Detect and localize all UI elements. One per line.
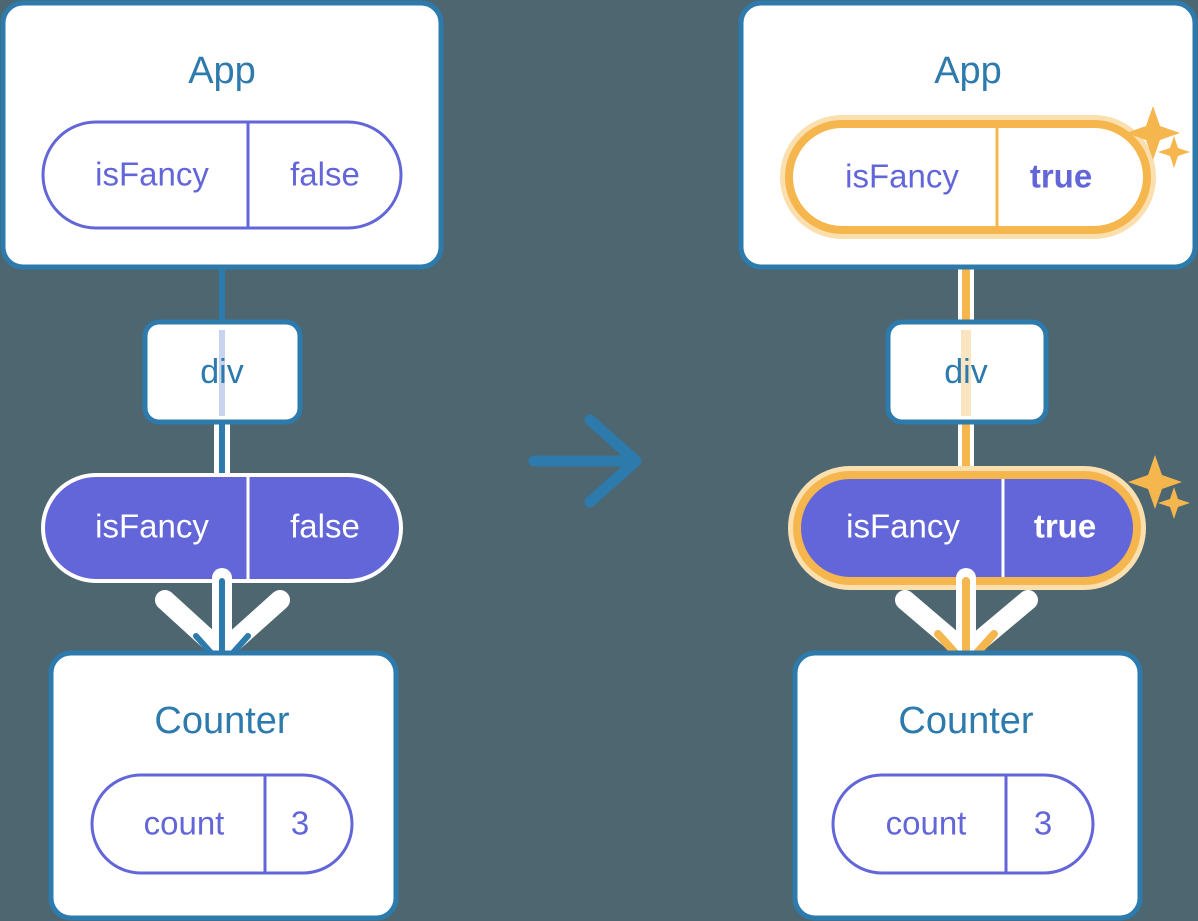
after-app-state-pill-bg — [785, 120, 1151, 234]
after-div-label: div — [944, 353, 987, 391]
before-counter-state-key: count — [144, 805, 225, 842]
sparkle-small-bottom-icon-2 — [1158, 487, 1190, 519]
after-app-card: App isFancy true — [738, 0, 1198, 270]
before-app-card: App isFancy false — [0, 0, 444, 270]
before-app-state-key: isFancy — [95, 156, 209, 193]
after-app-state-pill: isFancy true — [780, 115, 1156, 239]
before-counter-state-pill-bg — [90, 773, 354, 875]
before-prop-pill: isFancy false — [41, 473, 403, 583]
after-prop-value: true — [1034, 508, 1096, 545]
before-app-title: App — [188, 50, 256, 92]
transition-arrow-right-icon — [528, 414, 642, 508]
before-div-node: div — [142, 319, 303, 425]
after-app-state-value: true — [1030, 158, 1092, 195]
after-counter-state-pill-bg — [831, 773, 1095, 875]
before-counter-state-value: 3 — [291, 805, 309, 842]
after-counter-state-pill: count 3 — [831, 773, 1095, 875]
after-app-state-key: isFancy — [845, 158, 959, 195]
before-app-state-pill: isFancy false — [41, 120, 403, 230]
after-prop-sparkle-group — [1128, 455, 1190, 519]
sparkle-large-top-icon — [1126, 106, 1180, 160]
after-counter-title: Counter — [898, 700, 1034, 742]
before-div-label: div — [200, 353, 243, 391]
after-prop-pill: isFancy true — [788, 466, 1146, 590]
before-counter-title: Counter — [154, 700, 290, 742]
after-app-title: App — [934, 50, 1002, 92]
after-arrow-prop-to-counter — [895, 568, 1038, 669]
sparkle-small-bottom-icon — [1158, 136, 1190, 168]
after-counter-state-value: 3 — [1034, 805, 1052, 842]
after-counter-state-key: count — [886, 805, 967, 842]
before-prop-key: isFancy — [95, 508, 209, 545]
after-prop-key: isFancy — [846, 508, 960, 545]
after-div-node: div — [885, 319, 1049, 425]
before-prop-value: false — [290, 508, 360, 545]
after-counter-card: Counter count 3 — [792, 650, 1143, 921]
after-app-sparkle-group — [1126, 106, 1190, 168]
sparkle-large-top-icon-2 — [1128, 455, 1182, 509]
before-app-state-value: false — [290, 156, 360, 193]
before-counter-state-pill: count 3 — [90, 773, 354, 875]
before-counter-card: Counter count 3 — [48, 650, 399, 921]
before-app-state-pill-bg — [41, 120, 403, 230]
